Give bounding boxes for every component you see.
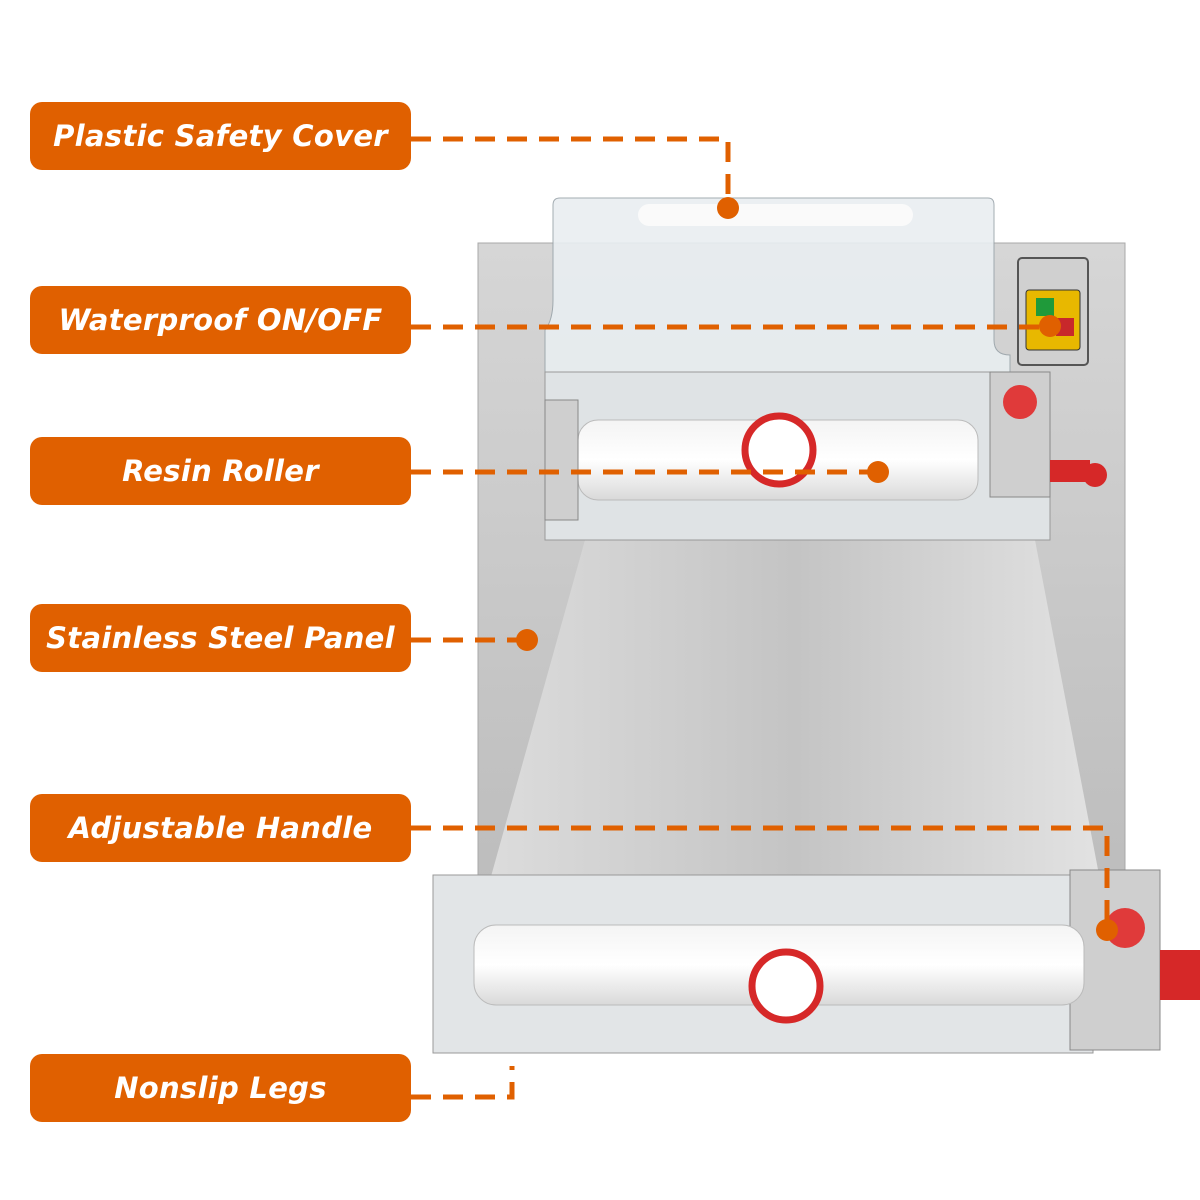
callout-label: Nonslip Legs [114, 1071, 327, 1105]
callout-resin-roller: Resin Roller [30, 437, 411, 505]
callout-label: Waterproof ON/OFF [58, 303, 383, 337]
callout-waterproof-switch: Waterproof ON/OFF [30, 286, 411, 354]
dough-chute [490, 540, 1100, 880]
callout-plastic-safety-cover: Plastic Safety Cover [30, 102, 411, 170]
on-button[interactable] [1036, 298, 1054, 316]
stop-button-upper[interactable] [1003, 385, 1037, 419]
callout-nonslip-legs: Nonslip Legs [30, 1054, 411, 1122]
safety-sticker-icon [741, 412, 817, 488]
callout-label: Plastic Safety Cover [53, 119, 388, 153]
lower-handle[interactable] [1160, 950, 1200, 1000]
callout-stainless-steel-panel: Stainless Steel Panel [30, 604, 411, 672]
leader-lines [411, 136, 1110, 1100]
callout-label: Adjustable Handle [68, 811, 373, 845]
off-button[interactable] [1056, 318, 1074, 336]
cover-handle-slot [638, 204, 913, 226]
callout-label: Stainless Steel Panel [46, 621, 395, 655]
leader-dots [516, 197, 1118, 941]
safety-sticker-icon-lower [748, 948, 824, 1024]
stop-button-lower[interactable] [1105, 908, 1145, 948]
callout-adjustable-handle: Adjustable Handle [30, 794, 411, 862]
callout-label: Resin Roller [122, 454, 319, 488]
upper-handle[interactable] [1050, 460, 1090, 482]
plastic-safety-cover [544, 197, 1011, 376]
